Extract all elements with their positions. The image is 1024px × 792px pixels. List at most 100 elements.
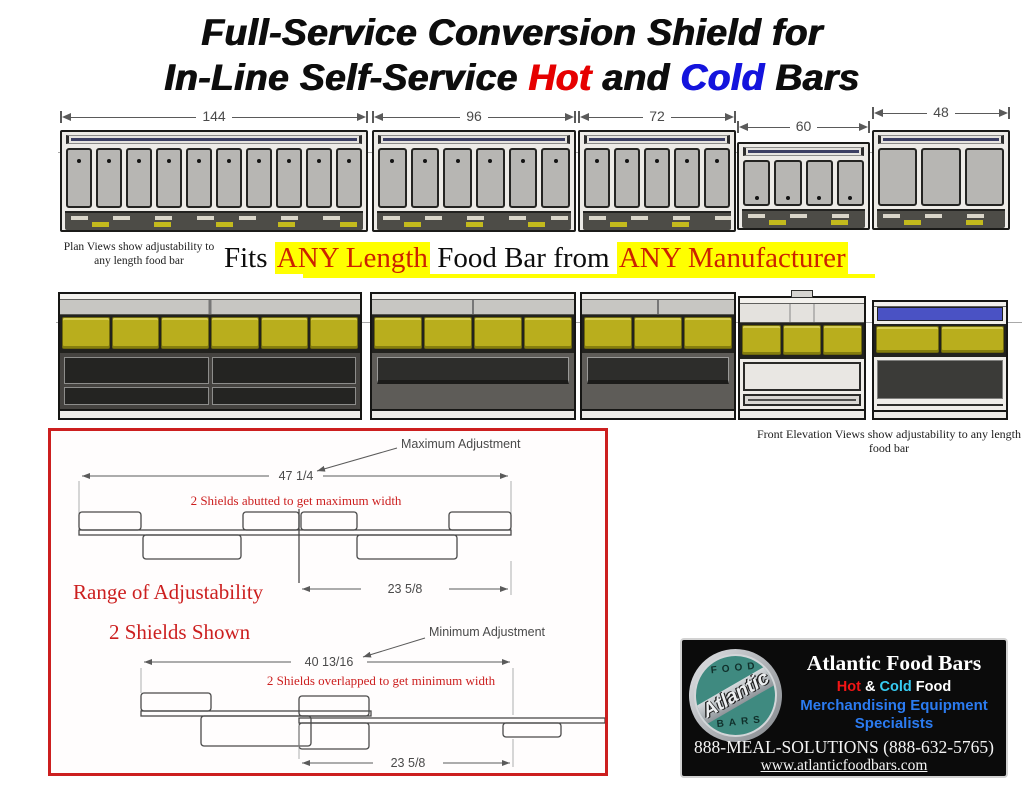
tray-rail-strip (742, 209, 865, 228)
max-note: 2 Shields abutted to get maximum width (191, 493, 402, 508)
overlapped-shields-drawing (140, 692, 605, 750)
food-pan (378, 148, 407, 208)
plan-views-caption: Plan Views show adjustability to any len… (63, 241, 215, 267)
brand-name: Atlantic Food Bars (806, 651, 982, 675)
logo-badge-inner: FOOD Atlantic BARS (689, 649, 782, 742)
shield-panel (782, 324, 822, 356)
shield-panel (211, 317, 259, 349)
elevation-body (372, 353, 574, 409)
min-leader-line (362, 637, 426, 658)
dimension-line: 72 (578, 108, 737, 124)
elevation-top-trim (874, 302, 1006, 308)
plan-view-144: 144 (60, 108, 369, 232)
two-shields-shown-label: 2 Shields Shown (109, 620, 251, 644)
shield-panel (260, 317, 309, 349)
dimension-line: 96 (372, 108, 577, 124)
elevation-body (582, 353, 734, 409)
plan-bar-body (372, 130, 576, 232)
dimension-label: 60 (795, 118, 812, 134)
atlantic-logo-badge: FOOD Atlantic BARS (684, 644, 787, 747)
logo-cold-word: Cold (879, 679, 912, 695)
food-pan (921, 148, 961, 206)
tagline-highlight-any-manufacturer: ANY Manufacturer (616, 242, 848, 274)
food-pan (156, 148, 182, 208)
shield-panel (524, 317, 572, 349)
min-dim-value: 40 13/16 (305, 655, 354, 669)
tray-rail-strip (583, 211, 731, 230)
sneeze-guard-rail (66, 135, 362, 144)
food-pan (836, 160, 864, 206)
shield-panel-band (874, 323, 1006, 357)
merchandising-equipment-line: Merchandising Equipment (800, 697, 988, 714)
dimension-label: 96 (466, 108, 482, 124)
food-pan-row (742, 156, 865, 209)
body-dark-panel (877, 359, 1003, 400)
food-pan (246, 148, 272, 208)
shield-panel (684, 317, 732, 349)
food-pan (878, 148, 918, 206)
dimension-label: 48 (933, 104, 949, 120)
plan-view-96: 96 (372, 108, 577, 232)
elevation-views-caption: Front Elevation Views show adjustability… (756, 427, 1022, 455)
food-pan (410, 148, 440, 208)
sliding-door-compartment (743, 394, 861, 407)
food-pan (186, 148, 212, 208)
shield-panel (111, 317, 160, 349)
range-of-adjustability-label: Range of Adjustability (73, 580, 264, 604)
front-elevation-144 (58, 292, 362, 420)
sneeze-guard-rail (584, 135, 730, 144)
elevation-header (582, 300, 734, 315)
plan-bar-body (737, 142, 870, 230)
food-pan (96, 148, 122, 208)
plan-view-60: 60 (737, 118, 871, 230)
front-elevation-72 (580, 292, 736, 420)
shield-panel-band (740, 322, 864, 360)
plan-view-48: 48 (872, 104, 1011, 230)
plan-view-72: 72 (578, 108, 737, 232)
sneeze-guard-rail (378, 135, 570, 144)
food-pan (476, 148, 505, 208)
body-recess-panel (377, 357, 569, 384)
tagline-mid: Food Bar from (429, 242, 617, 274)
tray-rail-strip (377, 211, 571, 230)
dimension-line: 144 (60, 108, 369, 124)
website-link[interactable]: www.atlanticfoodbars.com (760, 757, 928, 774)
abutted-shields-drawing (78, 509, 512, 583)
shield-panel (310, 317, 359, 349)
front-elevation-96 (370, 292, 576, 420)
body-panel (211, 387, 356, 405)
adjustability-diagram: Maximum Adjustment 47 1/4 2 Shields abut… (73, 437, 605, 770)
dimension-line: 60 (737, 118, 871, 134)
title-text-2: In-Line Self-Service (164, 57, 529, 98)
shield-panel (634, 317, 682, 349)
body-panel (64, 387, 209, 405)
elevation-body (60, 353, 360, 409)
shield-panel (941, 325, 1004, 353)
shield-panel (374, 317, 422, 349)
sliding-door-right (802, 399, 856, 402)
food-pan (774, 160, 802, 206)
elevation-header (740, 303, 864, 323)
shield-panel (62, 317, 110, 349)
shield-width-bottom-value: 23 5/8 (391, 756, 426, 770)
atlantic-food-bars-logo-box: FOOD Atlantic BARS Atlantic Food Bars Ho… (680, 638, 1008, 778)
logo-amp: & (860, 679, 880, 695)
elevation-header (372, 300, 574, 315)
food-pan (964, 148, 1004, 206)
title-cold-word: Cold (680, 57, 765, 98)
food-pan-row (377, 144, 571, 211)
elevation-top-trim (740, 298, 864, 304)
tagline-highlight-any-length: ANY Length (274, 242, 430, 274)
tagline-pre: Fits (224, 242, 275, 274)
shield-panel (474, 317, 522, 349)
food-pan (443, 148, 473, 208)
shield-panel (876, 325, 939, 353)
food-pan (508, 148, 538, 208)
food-pan-row (583, 144, 731, 211)
title-text-1: Full-Service Conversion Shield for (201, 12, 823, 53)
shield-panel (584, 317, 632, 349)
shield-width-top-value: 23 5/8 (388, 582, 423, 596)
minimum-adjustment-label: Minimum Adjustment (429, 625, 546, 639)
title-hot-word: Hot (528, 57, 592, 98)
food-pan (216, 148, 242, 208)
